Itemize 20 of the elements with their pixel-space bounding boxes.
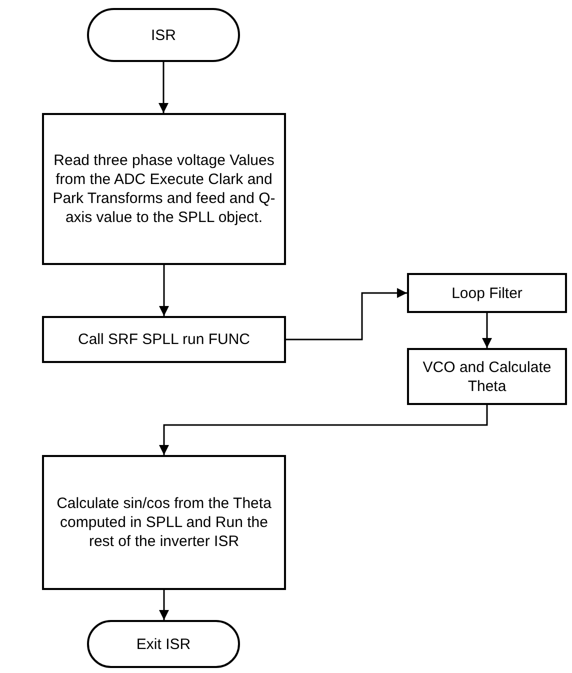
- node-text: Calculate sin/cos from the Theta computed in SPLL and Run the rest of the inverter ISR: [56, 494, 272, 551]
- process-box: [42, 455, 286, 590]
- node-text: Call SRF SPLL run FUNC: [78, 330, 250, 349]
- node-text: ISR: [150, 26, 176, 44]
- node-text: Exit ISR: [136, 634, 191, 654]
- process-box: [42, 113, 286, 265]
- process-box: [407, 273, 567, 313]
- arrow: [159, 590, 169, 620]
- arrow: [159, 405, 488, 455]
- process-box: [42, 316, 286, 363]
- arrow: [159, 265, 169, 316]
- arrow: [158, 62, 168, 113]
- process-box: [407, 348, 567, 405]
- arrow: [286, 288, 407, 340]
- arrow: [482, 313, 492, 348]
- node-text: Loop Filter: [452, 284, 522, 302]
- terminator-shape: [87, 620, 240, 668]
- node-text: VCO and Calculate Theta: [422, 358, 552, 396]
- node-text: Read three phase voltage Values from the ADC Execute Clark and Park Transforms and feed and Q-axis value to the SPLL object.: [52, 151, 276, 227]
- terminator-shape: [87, 8, 240, 62]
